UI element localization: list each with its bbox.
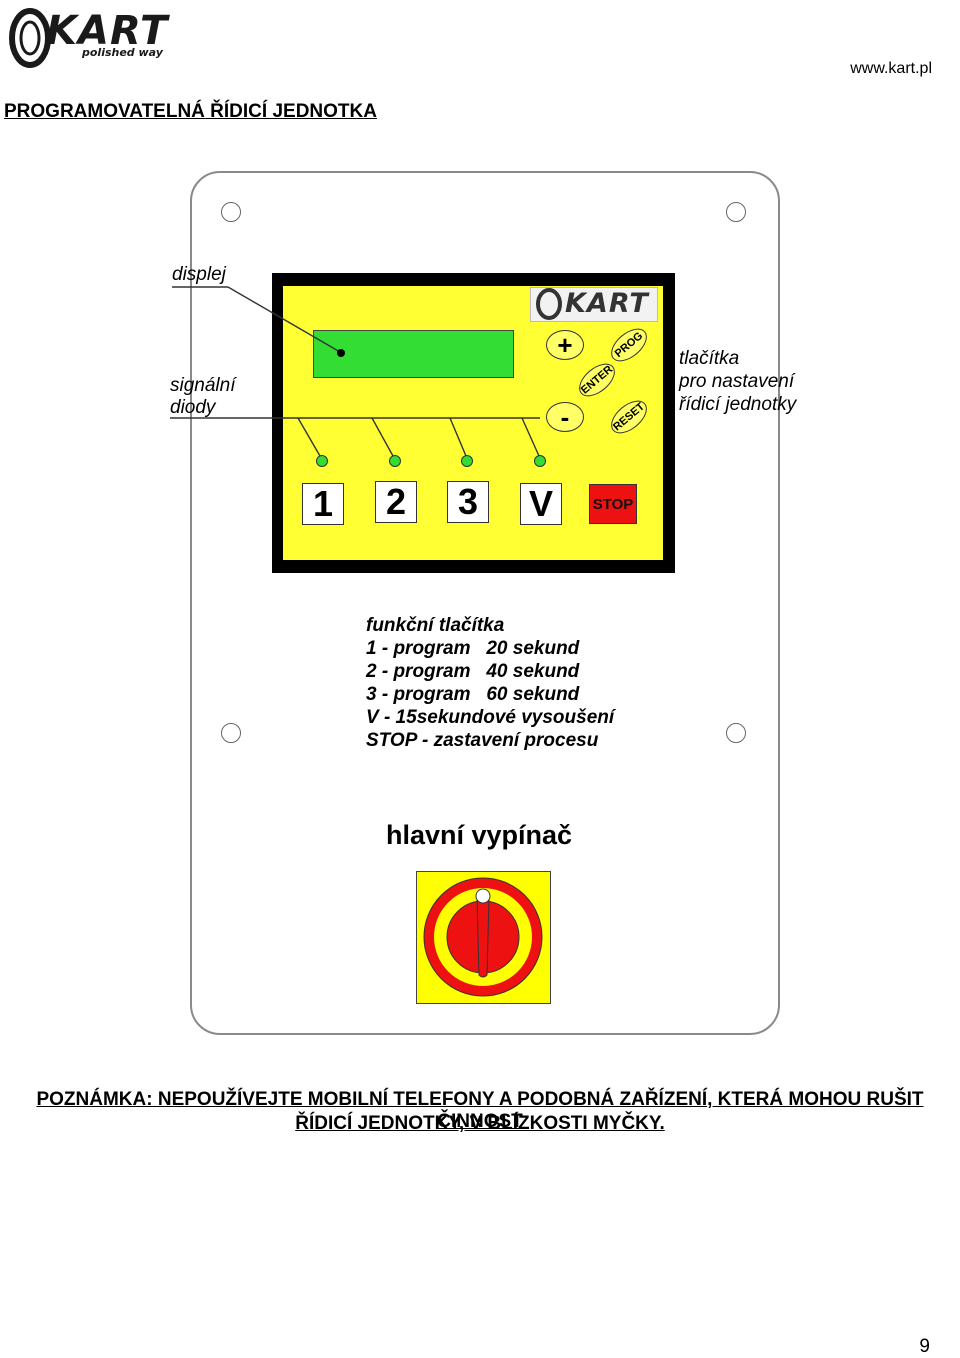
- key-v-label: V: [528, 483, 553, 524]
- legend-heading: funkční tlačítka: [366, 615, 505, 636]
- warning-note-line-2: ŘÍDICÍ JEDNOTKY, V BLÍZKOSTI MYČKY.: [295, 1113, 665, 1134]
- signal-led-1: [316, 455, 328, 467]
- minus-label: -: [560, 402, 570, 432]
- key-3[interactable]: 3: [447, 481, 489, 523]
- key-3-label: 3: [457, 481, 479, 522]
- label-signal-diodes-1: signální: [170, 375, 236, 396]
- legend-item: V - 15sekundové vysoušení: [366, 707, 615, 728]
- plus-button[interactable]: +: [546, 330, 584, 360]
- kart-logo: KART polished way: [8, 6, 186, 68]
- mounting-hole: [726, 202, 746, 222]
- label-settings-1: tlačítka: [679, 348, 740, 369]
- warning-note-line-1: POZNÁMKA: NEPOUŽÍVEJTE MOBILNÍ TELEFONY …: [36, 1089, 924, 1132]
- mounting-hole: [726, 723, 746, 743]
- signal-led-3: [461, 455, 473, 467]
- main-switch-label: hlavní vypínač: [386, 820, 573, 850]
- callout-lines: [170, 286, 540, 457]
- mounting-hole: [221, 202, 241, 222]
- rotary-switch-icon: [423, 877, 543, 997]
- lcd-display: [313, 330, 514, 378]
- key-2-label: 2: [385, 481, 407, 522]
- signal-led-v: [534, 455, 546, 467]
- page-number: 9: [919, 1336, 930, 1357]
- logo-wordmark: KART: [46, 8, 169, 54]
- plus-label: +: [557, 330, 573, 360]
- label-settings-2: pro nastavení: [679, 371, 795, 392]
- mounting-hole: [221, 723, 241, 743]
- legend-item: STOP - zastavení procesu: [366, 730, 599, 751]
- label-signal-diodes-2: diody: [170, 397, 216, 418]
- stop-label: STOP: [592, 495, 634, 513]
- signal-led-2: [389, 455, 401, 467]
- website-link[interactable]: www.kart.pl: [850, 60, 932, 77]
- logo-tagline: polished way: [82, 46, 163, 59]
- key-1-label: 1: [312, 483, 334, 524]
- key-1[interactable]: 1: [302, 483, 344, 525]
- key-v[interactable]: V: [520, 483, 562, 525]
- label-settings-3: řídicí jednotky: [679, 394, 797, 415]
- page-title: PROGRAMOVATELNÁ ŘÍDICÍ JEDNOTKA: [4, 101, 377, 122]
- legend-item: 1 - program 20 sekund: [366, 638, 580, 659]
- legend-item: 3 - program 60 sekund: [366, 684, 580, 705]
- controller-logo-text: KART: [565, 288, 649, 319]
- key-2[interactable]: 2: [375, 481, 417, 523]
- legend-item: 2 - program 40 sekund: [366, 661, 580, 682]
- label-display: displej: [172, 264, 226, 285]
- tire-icon: [536, 288, 562, 320]
- stop-button[interactable]: STOP: [589, 484, 637, 524]
- tire-icon: [9, 8, 51, 68]
- minus-button[interactable]: -: [546, 402, 584, 432]
